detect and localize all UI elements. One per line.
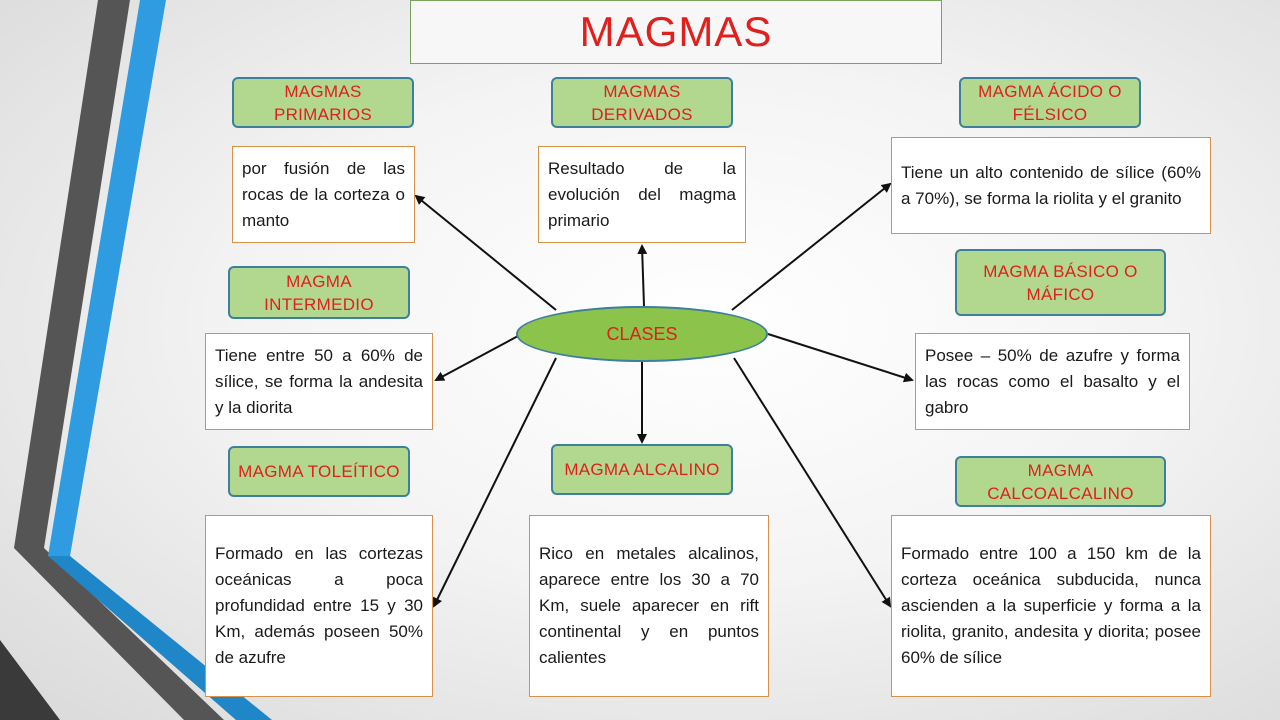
- page-title: MAGMAS: [410, 0, 942, 64]
- desc-magmas-derivados: Resultado de la evolución del magma prim…: [538, 146, 746, 243]
- desc-text: por fusión de las rocas de la corteza o …: [242, 158, 405, 230]
- label-magma-basico: MAGMA BÁSICO O MÁFICO: [955, 249, 1166, 316]
- label-magma-calcoalcalino: MAGMA CALCOALCALINO: [955, 456, 1166, 507]
- desc-text: Posee – 50% de azufre y forma las rocas …: [925, 345, 1180, 417]
- desc-text: Rico en metales alcalinos, aparece entre…: [539, 544, 759, 667]
- label-magmas-derivados: MAGMAS DERIVADOS: [551, 77, 733, 128]
- desc-magmas-primarios: por fusión de las rocas de la corteza o …: [232, 146, 415, 243]
- label-magma-toleitico: MAGMA TOLEÍTICO: [228, 446, 410, 497]
- desc-text: Tiene entre 50 a 60% de sílice, se forma…: [215, 345, 423, 417]
- label-magma-acido: MAGMA ÁCIDO O FÉLSICO: [959, 77, 1141, 128]
- desc-magma-acido: Tiene un alto contenido de sílice (60% a…: [891, 137, 1211, 234]
- desc-magma-toleitico: Formado en las cortezas oceánicas a poca…: [205, 515, 433, 697]
- label-magma-intermedio: MAGMA INTERMEDIO: [228, 266, 410, 319]
- desc-magma-calcoalcalino: Formado entre 100 a 150 km de la corteza…: [891, 515, 1211, 697]
- desc-text: Resultado de la evolución del magma prim…: [548, 158, 736, 230]
- label-magma-alcalino: MAGMA ALCALINO: [551, 444, 733, 495]
- desc-magma-basico: Posee – 50% de azufre y forma las rocas …: [915, 333, 1190, 430]
- desc-text: Formado entre 100 a 150 km de la corteza…: [901, 544, 1201, 667]
- center-node-clases: CLASES: [516, 306, 768, 362]
- desc-magma-alcalino: Rico en metales alcalinos, aparece entre…: [529, 515, 769, 697]
- desc-magma-intermedio: Tiene entre 50 a 60% de sílice, se forma…: [205, 333, 433, 430]
- label-magmas-primarios: MAGMAS PRIMARIOS: [232, 77, 414, 128]
- desc-text: Tiene un alto contenido de sílice (60% a…: [901, 162, 1201, 208]
- desc-text: Formado en las cortezas oceánicas a poca…: [215, 544, 423, 667]
